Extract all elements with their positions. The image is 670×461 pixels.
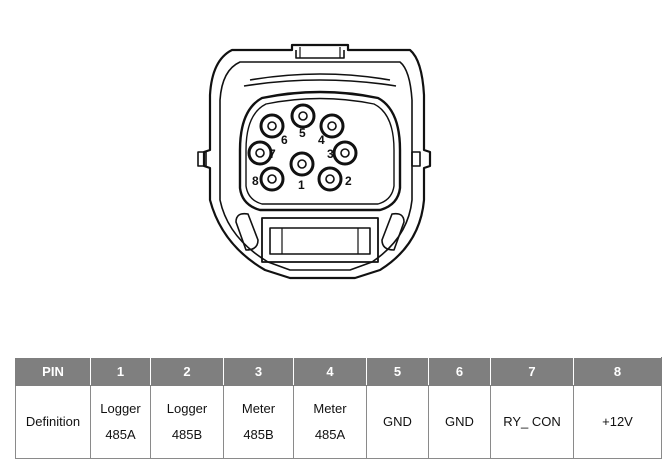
pin-label-5: 5: [299, 126, 306, 140]
table-header-row: PIN 1 2 3 4 5 6 7 8: [15, 357, 662, 386]
housing-ring: [249, 73, 391, 81]
pin-label-4: 4: [318, 133, 325, 147]
pin-5-socket: [290, 103, 316, 129]
header-pin: PIN: [15, 357, 91, 386]
left-notch: [197, 151, 207, 167]
housing-outer: [202, 43, 432, 280]
definition-pin-5: GND: [366, 385, 429, 459]
header-pin-3: 3: [223, 357, 294, 386]
pin-face: [238, 90, 402, 212]
header-pin-6: 6: [428, 357, 491, 386]
row-label-definition: Definition: [15, 385, 91, 459]
pin-1-socket: [289, 151, 315, 177]
pin-label-7: 7: [269, 147, 276, 161]
definition-pin-7: RY_ CON: [490, 385, 574, 459]
pin-3-socket: [332, 140, 358, 166]
header-pin-7: 7: [490, 357, 574, 386]
top-latch: [295, 50, 345, 59]
connector-diagram: 1 2 3 4 5 6 7 8: [197, 43, 432, 280]
pin-label-2: 2: [345, 174, 352, 188]
pin-label-1: 1: [298, 178, 305, 192]
pin-label-8: 8: [252, 174, 259, 188]
pin-8-socket: [259, 166, 285, 192]
pin-6-socket: [259, 113, 285, 139]
header-pin-1: 1: [90, 357, 151, 386]
definition-pin-6: GND: [428, 385, 491, 459]
header-pin-2: 2: [150, 357, 224, 386]
definition-pin-8: +12V: [573, 385, 662, 459]
header-pin-5: 5: [366, 357, 429, 386]
pin-7-socket: [247, 140, 273, 166]
right-notch: [411, 151, 421, 167]
pin-label-3: 3: [327, 147, 334, 161]
header-pin-4: 4: [293, 357, 367, 386]
pin-4-socket: [319, 113, 345, 139]
bottom-latch: [261, 217, 379, 263]
housing-inner: [219, 61, 413, 271]
pin-2-socket: [317, 166, 343, 192]
header-pin-8: 8: [573, 357, 662, 386]
pin-group: [247, 103, 358, 192]
pin-label-6: 6: [281, 133, 288, 147]
